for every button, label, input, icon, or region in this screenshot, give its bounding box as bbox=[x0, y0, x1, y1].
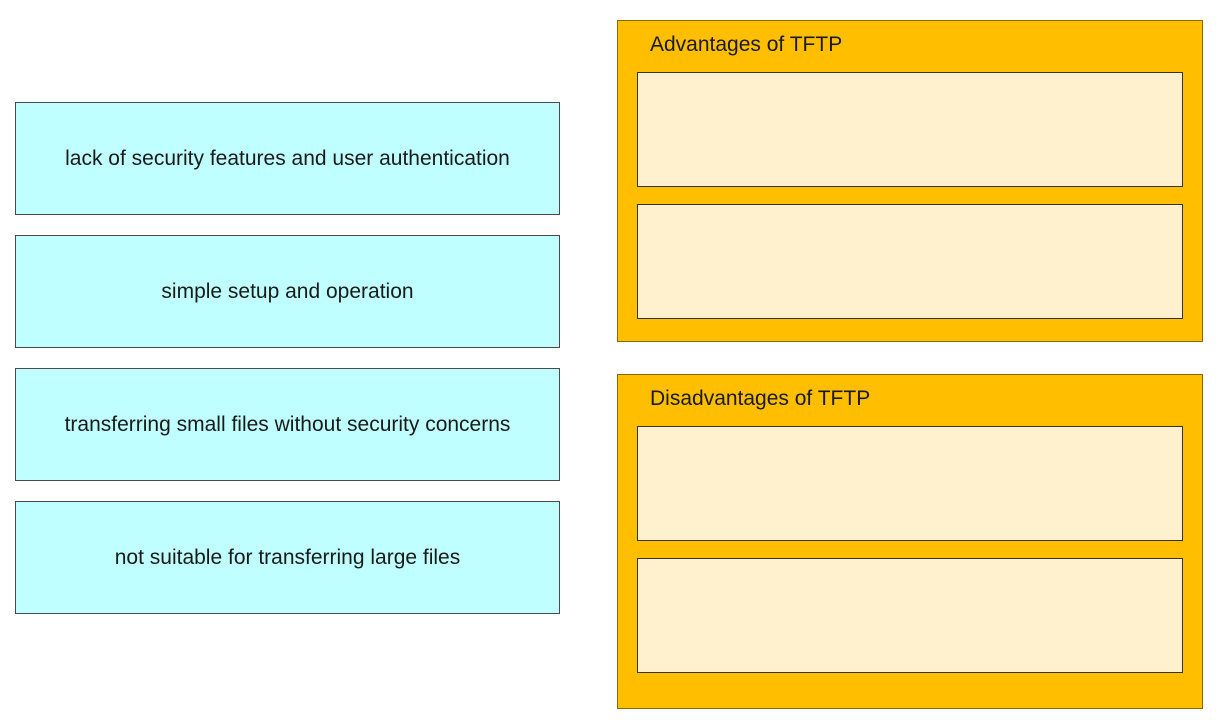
option-item-lack-of-security[interactable]: lack of security features and user authe… bbox=[15, 102, 560, 215]
option-item-small-files[interactable]: transferring small files without securit… bbox=[15, 368, 560, 481]
disadvantages-drop-slot-2[interactable] bbox=[637, 558, 1183, 673]
disadvantages-title: Disadvantages of TFTP bbox=[650, 387, 871, 410]
advantages-drop-slot-1[interactable] bbox=[637, 72, 1183, 187]
option-label: lack of security features and user authe… bbox=[65, 146, 510, 170]
advantages-title: Advantages of TFTP bbox=[650, 33, 843, 56]
disadvantages-drop-slot-1[interactable] bbox=[637, 426, 1183, 541]
option-label: transferring small files without securit… bbox=[64, 412, 511, 436]
advantages-drop-slot-2[interactable] bbox=[637, 204, 1183, 319]
disadvantages-group: Disadvantages of TFTP bbox=[617, 374, 1203, 709]
advantages-group: Advantages of TFTP bbox=[617, 20, 1203, 342]
option-item-large-files[interactable]: not suitable for transferring large file… bbox=[15, 501, 560, 614]
option-label: simple setup and operation bbox=[161, 279, 414, 303]
option-item-simple-setup[interactable]: simple setup and operation bbox=[15, 235, 560, 348]
option-label: not suitable for transferring large file… bbox=[114, 545, 461, 569]
